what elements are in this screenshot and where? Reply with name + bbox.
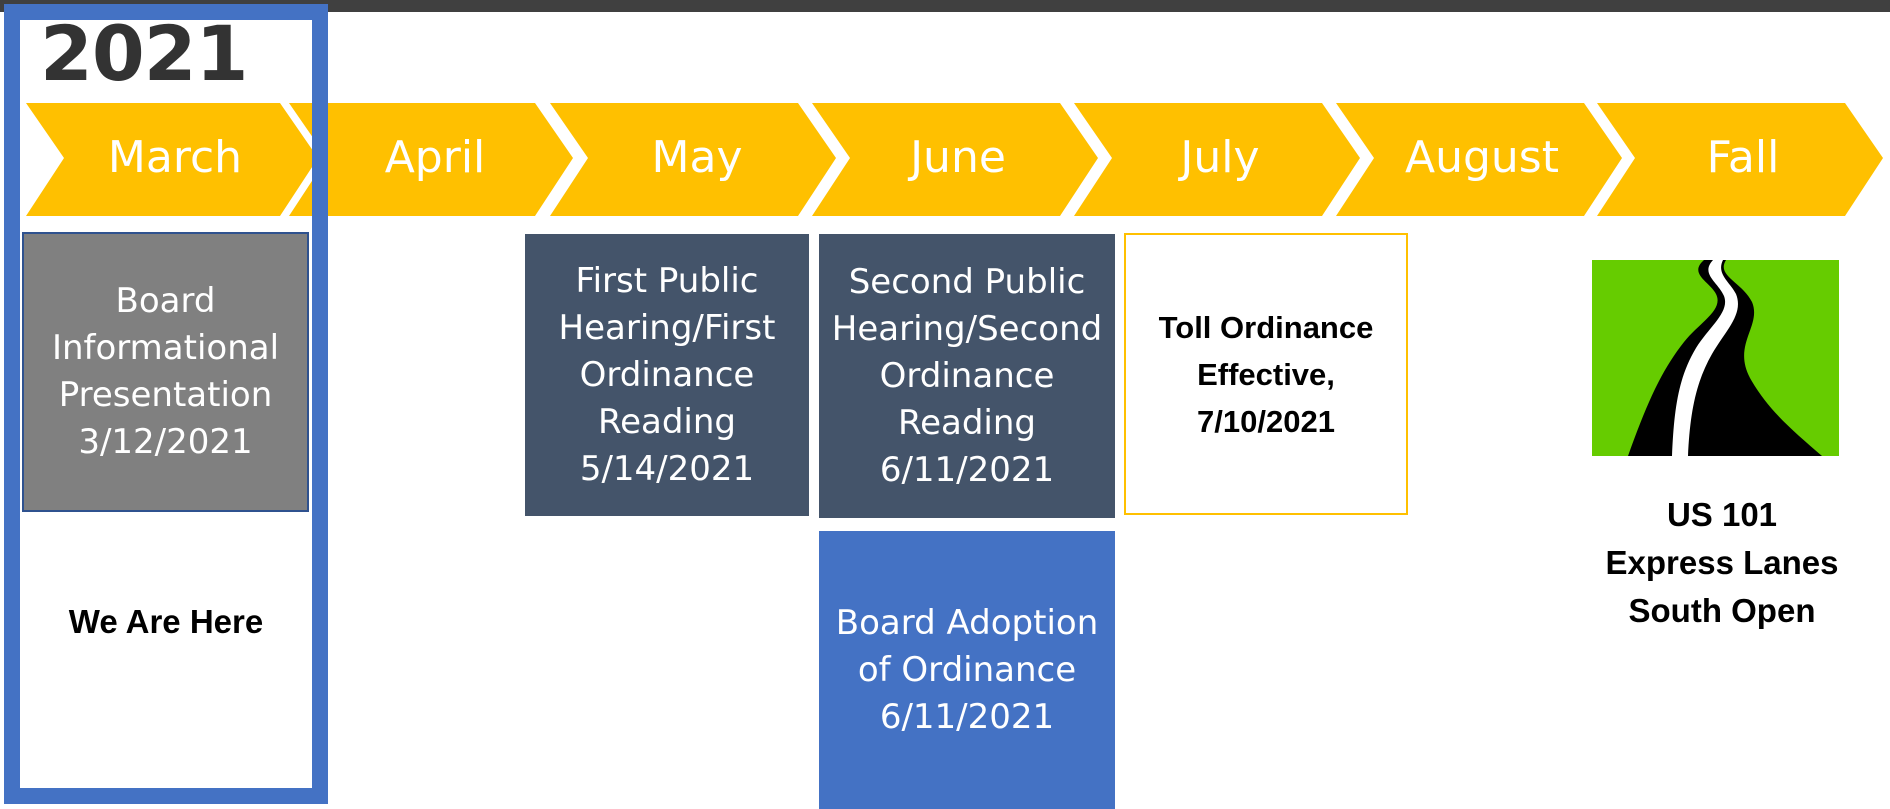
toll-ordinance-effective-box: Toll Ordinance Effective, 7/10/2021 [1124,233,1408,515]
board-adoption-box: Board Adoption of Ordinance 6/11/2021 [819,531,1115,809]
chevron-july [1074,103,1360,216]
we-are-here-label: We Are Here [68,603,264,640]
chevron-label-april: April [384,132,486,183]
first-hearing-line: Ordinance [579,354,755,395]
chevron-march [26,103,318,216]
first-public-hearing-box: First Public Hearing/First Ordinance Rea… [525,234,809,516]
chevron-april [289,103,573,216]
second-hearing-line: Hearing/Second [831,308,1103,349]
open-label-line: Express Lanes [1605,544,1839,581]
board-informational-box: Board Informational Presentation 3/12/20… [22,232,309,512]
chevron-june [812,103,1098,216]
board-info-line: Presentation [58,375,273,415]
chevron-may [550,103,836,216]
toll-effective-date: 7/10/2021 [1197,403,1335,439]
chevron-label-august: August [1405,132,1559,183]
toll-effective-line: Toll Ordinance [1158,309,1374,345]
chevron-fall [1597,103,1883,216]
chevron-august [1336,103,1622,216]
chevron-label-july: July [1180,132,1260,183]
board-adoption-date: 6/11/2021 [879,696,1055,737]
second-public-hearing-box: Second Public Hearing/Second Ordinance R… [819,234,1115,518]
timeline-chevrons [26,103,1883,216]
first-hearing-line: Hearing/First [558,307,776,348]
chevron-label-june: June [910,132,1006,183]
winding-road-icon [1592,260,1839,456]
first-hearing-line: Reading [597,401,736,442]
chevron-label-may: May [651,132,743,183]
chevron-label-fall: Fall [1706,132,1780,183]
board-info-line: Informational [51,328,280,368]
second-hearing-line: Second Public [848,261,1086,302]
board-adoption-line: Board Adoption [835,602,1099,643]
second-hearing-line: Reading [897,402,1036,443]
toll-effective-line: Effective, [1197,356,1335,392]
chevron-label-march: March [107,132,243,183]
top-bar [0,0,1890,12]
board-info-line: Board [115,281,216,321]
express-lanes-open-label: US 101 Express Lanes South Open [1592,491,1852,635]
year-label: 2021 [40,9,249,98]
second-hearing-line: Ordinance [879,355,1055,396]
first-hearing-line: First Public [575,260,759,301]
board-adoption-line: of Ordinance [857,649,1077,690]
second-hearing-date: 6/11/2021 [879,449,1055,490]
first-hearing-date: 5/14/2021 [579,448,755,489]
open-label-line: US 101 [1666,496,1778,533]
board-info-date: 3/12/2021 [78,422,253,462]
open-label-line: South Open [1628,592,1816,629]
